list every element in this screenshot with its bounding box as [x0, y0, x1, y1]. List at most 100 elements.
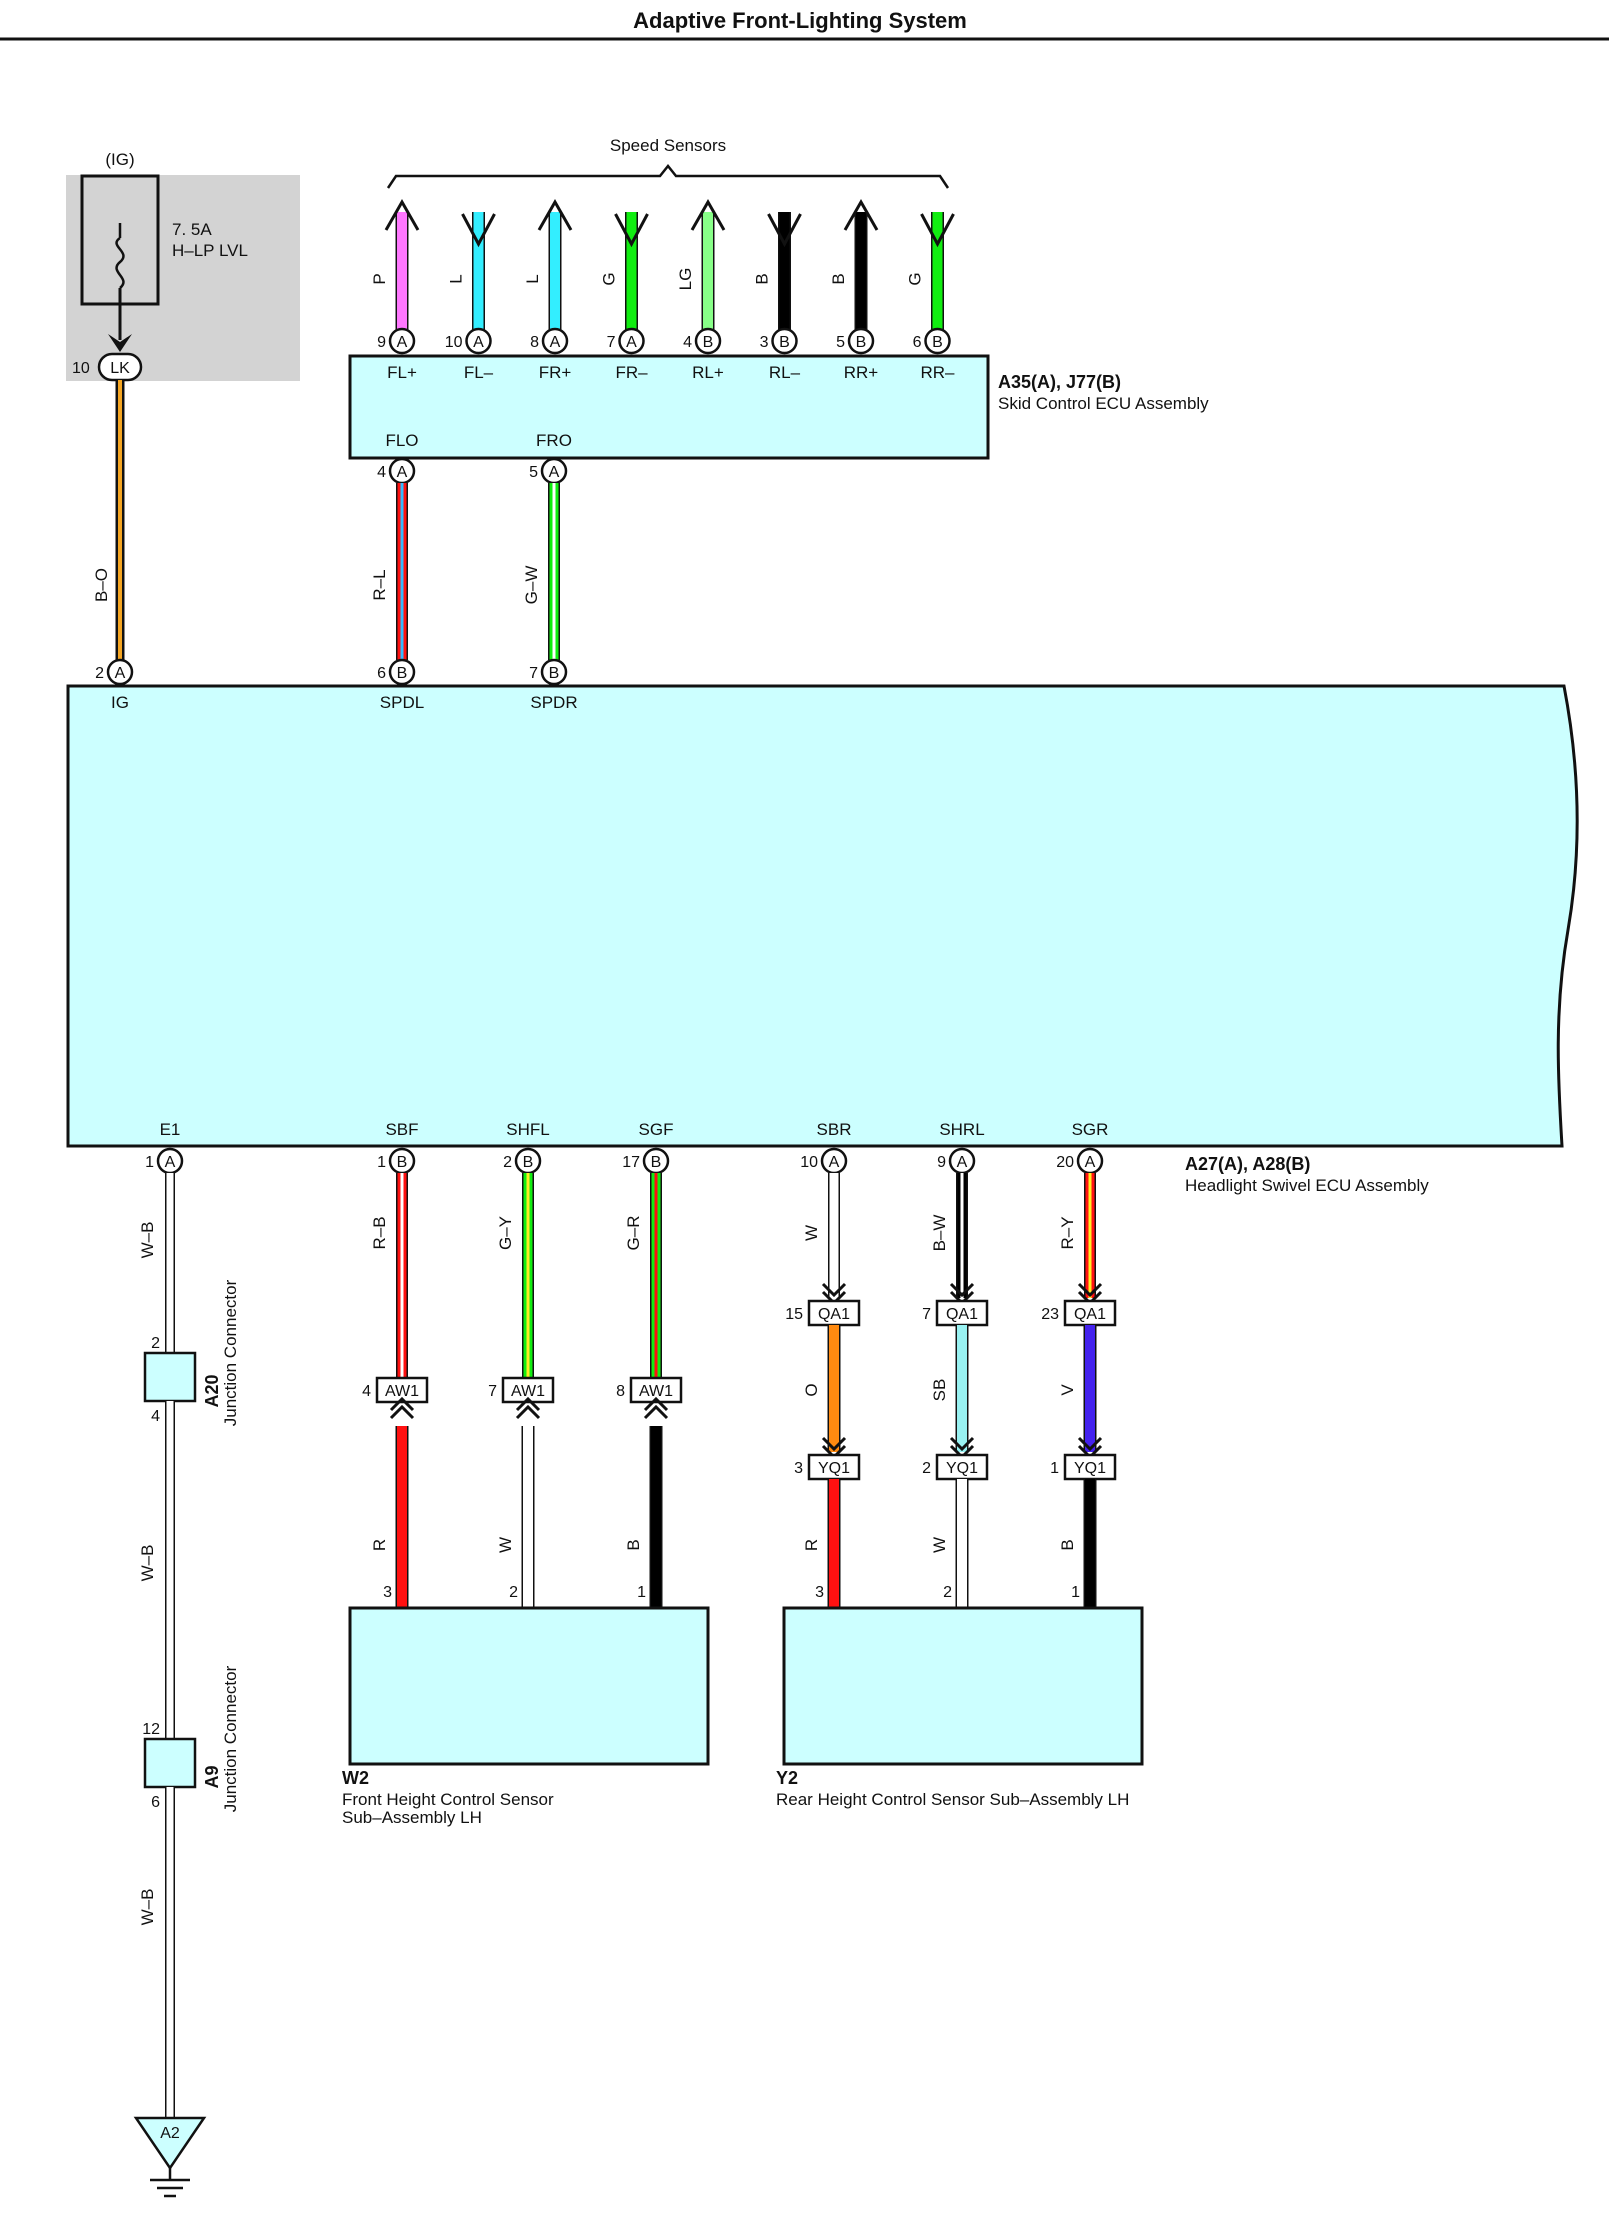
swivel-terminal-SBF: SBF	[385, 1120, 418, 1139]
sensor-pin-number: 1	[1071, 1584, 1080, 1601]
skid-control-ecu-box	[348, 354, 990, 460]
pin-number: 15	[785, 1306, 803, 1323]
pin-number: 7	[607, 334, 616, 351]
pin-number: 5	[529, 464, 538, 481]
sensor-pin-number: 2	[509, 1584, 518, 1601]
wire-label-W: W	[930, 1537, 949, 1553]
headlight-swivel-ecu-box	[66, 684, 1579, 1148]
swivel-terminal-SPDL: SPDL	[380, 693, 424, 712]
connector-letter: A	[550, 334, 561, 351]
wire-label-G: G	[906, 272, 925, 285]
connector-label: QA1	[946, 1306, 978, 1323]
pin-number: 23	[1041, 1306, 1059, 1323]
arrow-down-icon	[461, 213, 496, 248]
skid-pin-RR+	[847, 327, 875, 355]
pin-number: 4	[377, 464, 386, 481]
arrow-up-icon	[690, 198, 726, 231]
pin-number: 9	[937, 1154, 946, 1171]
chevron-up-icon	[515, 1404, 541, 1420]
wire-label-G–W: G–W	[522, 566, 541, 605]
junction-connector-A9	[143, 1737, 197, 1789]
skid-ecu-pins: A9FL+A10FL–A8FR+A7FR–B4RL+B3RL–B5RR+B6RR…	[377, 327, 955, 382]
ig-label: (IG)	[105, 150, 134, 169]
wire-label-SB: SB	[930, 1379, 949, 1402]
pin-number: 10	[445, 334, 463, 351]
skid-terminal-FL–: FL–	[464, 363, 494, 382]
connector-letter: A	[829, 1154, 840, 1171]
connector-label: YQ1	[946, 1460, 978, 1477]
ground-connector	[133, 2116, 207, 2171]
front-sensor-name-2: Sub–Assembly LH	[342, 1808, 482, 1827]
speed-sensor-wire-FL+: P	[370, 198, 420, 330]
pin-number: 7	[922, 1306, 931, 1323]
swivel-terminal-E1: E1	[160, 1120, 181, 1139]
skid-terminal-FR+: FR+	[539, 363, 572, 382]
connector-letter: B	[397, 1154, 408, 1171]
rear-sensor-id: Y2	[776, 1768, 798, 1788]
swivel-top-pin-SPDL	[388, 658, 416, 686]
arrow-up-icon	[384, 198, 420, 231]
wire-label-B: B	[753, 273, 772, 284]
connector-letter: B	[549, 665, 560, 682]
skid-terminal-RL+: RL+	[692, 363, 724, 382]
pin-number: 20	[1056, 1154, 1074, 1171]
speed-sensor-wire-RR+: B	[829, 198, 879, 330]
wire-label-G–Y: G–Y	[496, 1216, 515, 1250]
speed-sensors-heading: Speed Sensors	[610, 136, 726, 155]
wire-label-L: L	[447, 274, 466, 283]
rear-sensor-name: Rear Height Control Sensor Sub–Assembly …	[776, 1790, 1129, 1809]
junction-pin-in: 2	[151, 1335, 160, 1352]
connector-yq1	[807, 1453, 861, 1481]
swivel-top-pin-SPDR	[540, 658, 568, 686]
wire-label-B: B	[624, 1539, 643, 1550]
wire-label-B: B	[829, 273, 848, 284]
swivel-terminal-SHFL: SHFL	[506, 1120, 549, 1139]
wire-label-w-b: W–B	[138, 1889, 157, 1926]
skid-terminal-RR–: RR–	[920, 363, 955, 382]
sensor-pin-number: 3	[383, 1584, 392, 1601]
arrow-down-icon	[767, 213, 802, 248]
chevron-up-icon	[389, 1396, 415, 1412]
arrow-up-icon	[843, 198, 879, 231]
connector-letter: A	[1085, 1154, 1096, 1171]
speed-sensors-brace	[386, 163, 950, 189]
speed-sensor-wire-RL+: LG	[676, 198, 726, 330]
pin-number: 2	[922, 1460, 931, 1477]
chevron-down-icon	[821, 1436, 847, 1452]
swivel-ecu-name: Headlight Swivel ECU Assembly	[1185, 1176, 1429, 1195]
speed-sensor-wire-FL–: L	[447, 212, 496, 330]
chevron-down-icon	[949, 1436, 975, 1452]
skid-pin-FL–	[465, 327, 492, 355]
junction-connector-A20	[143, 1351, 197, 1403]
fuse-rating: 7. 5A	[172, 220, 212, 239]
chevron-up-icon	[515, 1396, 541, 1412]
swivel-terminal-SGF: SGF	[639, 1120, 674, 1139]
junction-id-A9: A9	[202, 1765, 222, 1788]
connector-letter: A	[957, 1154, 968, 1171]
wire-label-R: R	[370, 1539, 389, 1551]
pin-number: 17	[622, 1154, 640, 1171]
sensor-pin-number: 2	[943, 1584, 952, 1601]
swivel-top-pin-IG	[106, 658, 134, 686]
connector-label: YQ1	[1074, 1460, 1106, 1477]
skid-terminal-RL–: RL–	[769, 363, 801, 382]
skid-pin-RL+	[694, 327, 722, 355]
pin-number: 10	[800, 1154, 818, 1171]
connector-letter: A	[473, 334, 484, 351]
skid-terminal-RR+: RR+	[844, 363, 879, 382]
skid-pin-FR+	[541, 327, 569, 355]
skid-terminal-FL+: FL+	[387, 363, 417, 382]
pin-number: 8	[616, 1383, 625, 1400]
pin-number: 6	[377, 665, 386, 682]
pin-number: 2	[503, 1154, 512, 1171]
connector-letter: B	[779, 334, 790, 351]
pin-number: 7	[529, 665, 538, 682]
pin-number: 5	[836, 334, 845, 351]
ground-id: A2	[160, 2125, 180, 2142]
sensor-pin-number: 3	[815, 1584, 824, 1601]
connector-letter: A	[115, 665, 126, 682]
